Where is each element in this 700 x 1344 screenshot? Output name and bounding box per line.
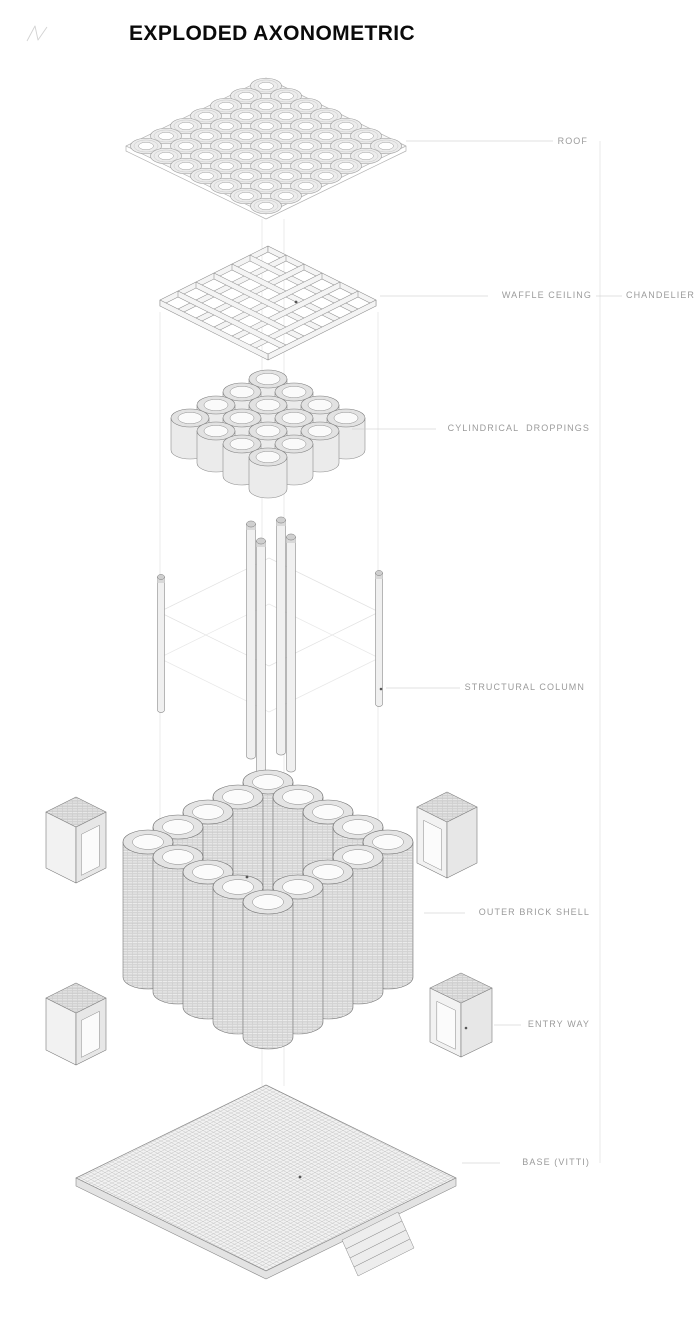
label-waffle-ceiling: WAFFLE CEILING <box>501 290 592 300</box>
label-cylindrical-droppings: CYLINDRICAL DROPPINGS <box>447 423 590 433</box>
page-title: EXPLODED AXONOMETRIC <box>129 22 416 45</box>
roof-plate-drawing <box>125 77 407 220</box>
side-portal-boxes-drawing <box>45 791 478 884</box>
waffle-ceiling-drawing <box>159 245 377 361</box>
label-structural-column: STRUCTURAL COLUMN <box>464 682 585 692</box>
label-chandelier: CHANDELIER <box>625 290 695 300</box>
cylindrical-droppings-drawing <box>170 369 366 499</box>
structural-columns-drawing <box>157 516 383 777</box>
leader-lines <box>352 140 622 1164</box>
base-plate-drawing <box>75 1084 457 1280</box>
outer-brick-shell-drawing <box>122 769 414 1050</box>
label-roof: ROOF <box>557 136 588 146</box>
label-entry-way: ENTRY WAY <box>527 1019 590 1029</box>
label-base: BASE (VITTI) <box>522 1157 590 1167</box>
logo-mark <box>26 25 48 42</box>
label-outer-brick-shell: OUTER BRICK SHELL <box>478 907 590 917</box>
entry-way-drawing <box>45 972 493 1066</box>
